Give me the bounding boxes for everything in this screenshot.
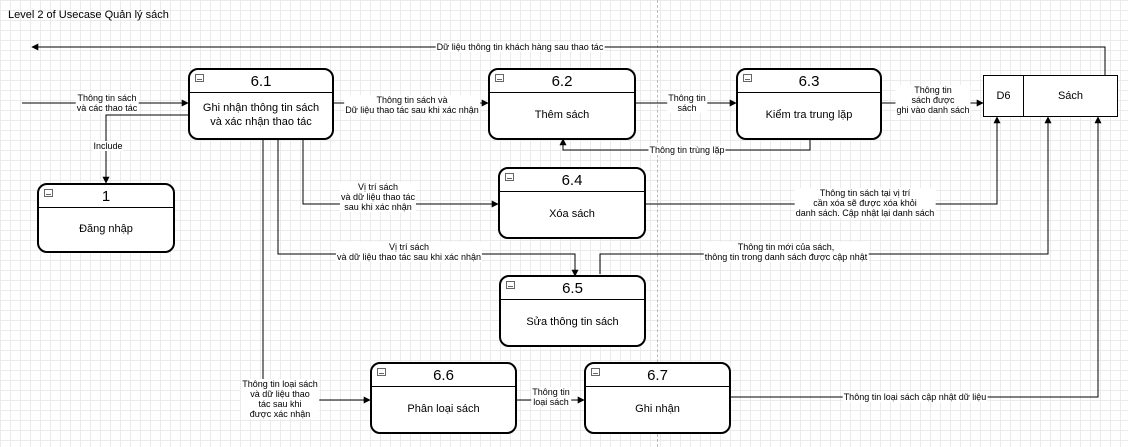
flow-64-store: [645, 116, 1001, 205]
flow-label-include: Include: [92, 141, 124, 151]
flow-label-66-67: Thông tin loại sách: [531, 387, 571, 407]
flow-top-return: [31, 43, 1106, 75]
process-6-5[interactable]: 6.5 Sửa thông tin sách: [499, 275, 646, 347]
process-6-6[interactable]: 6.6 Phân loại sách: [370, 362, 517, 434]
process-id: 6.1: [250, 73, 272, 90]
process-1-login[interactable]: 1 Đăng nhập: [37, 183, 175, 253]
process-6-1[interactable]: 6.1 Ghi nhận thông tin sách và xác nhận …: [188, 68, 334, 140]
datastore-d6[interactable]: D6 Sách: [983, 75, 1118, 117]
process-id: 6.6: [433, 367, 454, 384]
flow-label-61-65: Vị trí sách và dữ liệu thao tác sau khi …: [335, 242, 483, 262]
process-name: Phân loại sách: [407, 403, 480, 415]
datastore-name: Sách: [1057, 90, 1084, 102]
flow-label-67-store: Thông tin loại sách cập nhật dữ liệu: [842, 392, 988, 402]
datastore-id: D6: [984, 76, 1024, 116]
process-id: 6.5: [562, 280, 583, 297]
flow-label-65-store: Thông tin mới của sách, thông tin trong …: [703, 242, 869, 262]
flow-label-61-66: Thông tin loại sách và dữ liệu thao tác …: [241, 379, 319, 419]
process-6-2[interactable]: 6.2 Thêm sách: [488, 68, 636, 140]
page-guide-line: [657, 0, 658, 447]
collapse-icon[interactable]: [506, 281, 515, 289]
diagram-title: Level 2 of Usecase Quản lý sách: [8, 9, 169, 21]
process-name: Thêm sách: [534, 109, 590, 121]
flow-61-66: [262, 139, 371, 404]
collapse-icon[interactable]: [44, 189, 53, 197]
process-name: Ghi nhận thông tin sách và xác nhận thao…: [202, 102, 320, 128]
process-name: Sửa thông tin sách: [526, 316, 619, 328]
collapse-icon[interactable]: [195, 74, 204, 82]
process-name: Xóa sách: [549, 208, 595, 220]
collapse-icon[interactable]: [505, 173, 514, 181]
flow-label-61-64: Vị trí sách và dữ liệu thao tác sau khi …: [339, 182, 417, 212]
flow-label-62-63: Thông tin sách: [667, 93, 707, 113]
flow-label-64-store: Thông tin sách tại vị trí cần xóa sẽ đượ…: [794, 188, 936, 218]
flow-61-64: [302, 139, 499, 208]
process-name: Ghi nhận: [635, 403, 680, 415]
process-id: 6.3: [798, 73, 820, 90]
flow-label-input: Thông tin sách và các thao tác: [75, 93, 139, 113]
process-name: Kiểm tra trung lặp: [765, 109, 853, 121]
flow-label-top-return: Dữ liệu thông tin khách hàng sau thao tá…: [435, 42, 605, 52]
process-6-3[interactable]: 6.3 Kiểm tra trung lặp: [736, 68, 882, 140]
process-6-7[interactable]: 6.7 Ghi nhận: [584, 362, 731, 434]
process-6-4[interactable]: 6.4 Xóa sách: [498, 167, 646, 239]
collapse-icon[interactable]: [495, 74, 504, 82]
flow-include: [102, 114, 194, 184]
collapse-icon[interactable]: [377, 368, 386, 376]
flow-label-61-62: Thông tin sách và Dữ liệu thao tác sau k…: [344, 95, 480, 115]
collapse-icon[interactable]: [743, 74, 752, 82]
process-id: 6.2: [551, 73, 573, 90]
flow-label-63-62: Thông tin trùng lặp: [648, 145, 726, 155]
collapse-icon[interactable]: [591, 368, 600, 376]
process-name: Đăng nhập: [79, 223, 133, 235]
process-id: 6.4: [561, 172, 583, 189]
flow-label-63-store: Thông tin sách được ghi vào danh sách: [895, 85, 971, 115]
process-id: 1: [101, 188, 111, 205]
process-id: 6.7: [647, 367, 668, 384]
